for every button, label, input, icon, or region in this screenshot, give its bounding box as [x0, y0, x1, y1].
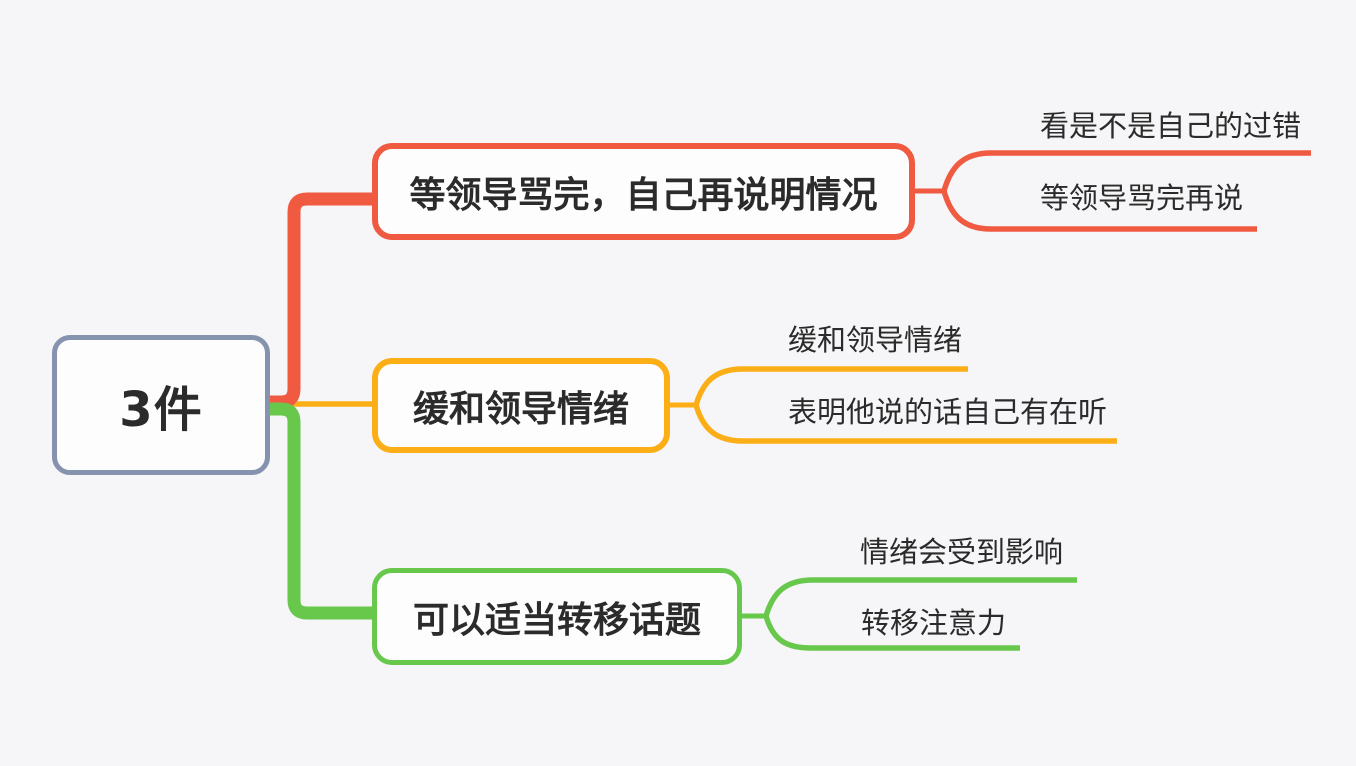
branch3-child1-underline	[763, 577, 1077, 617]
branch-label-3: 可以适当转移话题	[412, 599, 701, 641]
child-label-3-2[interactable]: 转移注意力	[861, 606, 1007, 640]
child-label-1-2[interactable]: 等领导骂完再说	[1040, 181, 1244, 215]
branch1-child1-underline	[941, 150, 1311, 192]
branch3-root-connector	[266, 402, 372, 620]
branch-node-2[interactable]: 缓和领导情绪	[372, 358, 670, 453]
root-label: 3件	[119, 382, 203, 438]
branch-label-1: 等领导骂完，自己再说明情况	[409, 174, 878, 216]
branch-node-3[interactable]: 可以适当转移话题	[372, 568, 742, 665]
branch1-root-connector	[266, 192, 372, 409]
root-node[interactable]: 3件	[52, 335, 270, 475]
branch-label-2: 缓和领导情绪	[412, 388, 629, 430]
child-label-2-2[interactable]: 表明他说的话自己有在听	[788, 395, 1108, 429]
branch1-child2-underline	[941, 190, 1257, 232]
child-label-1-1[interactable]: 看是不是自己的过错	[1040, 109, 1302, 143]
branch2-child1-underline	[693, 366, 968, 406]
branch3-child2-underline	[763, 615, 1020, 651]
branch-node-1[interactable]: 等领导骂完，自己再说明情况	[372, 143, 915, 240]
child-label-2-1[interactable]: 缓和领导情绪	[788, 323, 963, 357]
child-label-3-1[interactable]: 情绪会受到影响	[860, 535, 1064, 569]
branch2-child2-underline	[693, 404, 1117, 444]
